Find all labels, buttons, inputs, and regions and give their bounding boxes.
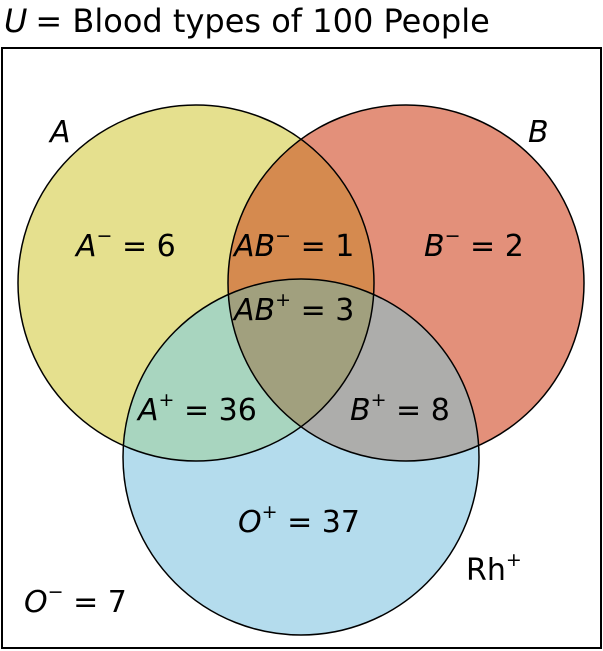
set-a-label: A — [48, 115, 71, 150]
set-b-label: B — [528, 115, 549, 150]
set-a-outline — [17, 104, 375, 462]
set-rh-label: Rh+ — [466, 549, 522, 588]
diagram-title: U= Blood types of 100 People — [4, 2, 490, 40]
region-b-pos-label: B+ = 8 — [350, 389, 450, 428]
region-o-neg-label: O− = 7 — [24, 581, 127, 620]
region-a-pos-label: A+ = 36 — [136, 389, 257, 428]
region-a-neg-label: A− = 6 — [74, 225, 176, 264]
region-b-neg-label: B− = 2 — [424, 225, 524, 264]
region-ab-neg-label: AB− = 1 — [232, 225, 354, 264]
set-rh-outline — [122, 278, 480, 636]
region-o-pos-label: O+ = 37 — [238, 501, 360, 540]
region-ab-pos-label: AB+ = 3 — [232, 289, 354, 328]
set-b-outline — [227, 104, 585, 462]
